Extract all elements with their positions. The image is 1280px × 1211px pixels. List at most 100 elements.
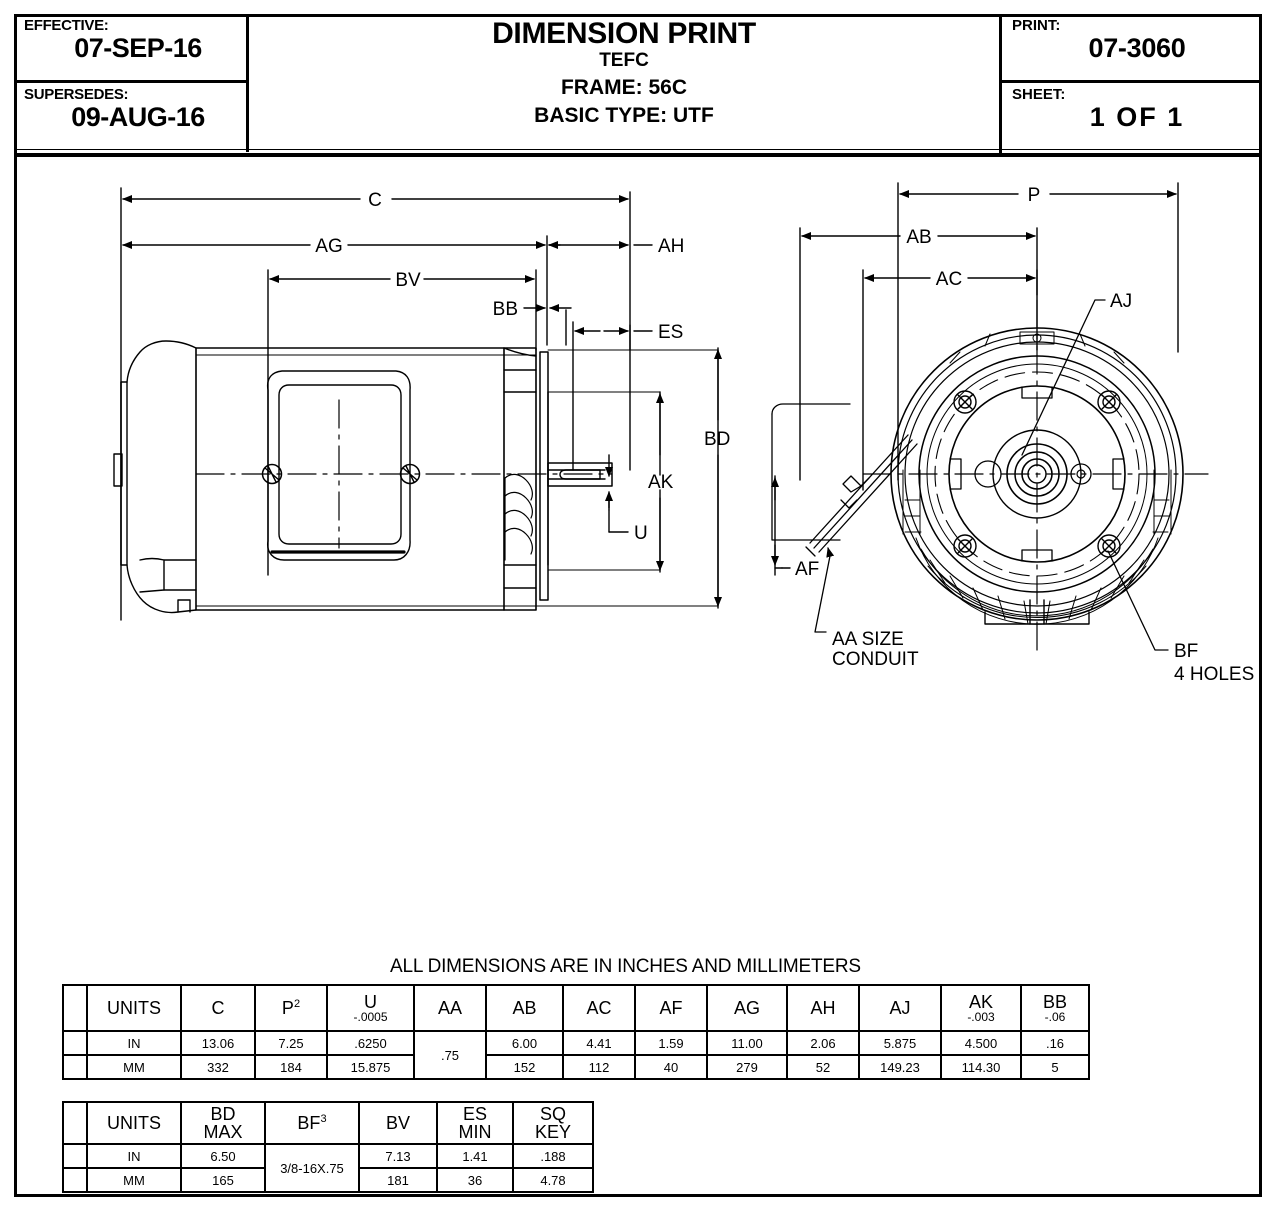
title-block-center: DIMENSION PRINT TEFC FRAME: 56C BASIC TY… [249, 14, 1002, 153]
row-marker [62, 1054, 88, 1080]
sheet-number: 1 OF 1 [1089, 101, 1185, 132]
cell2-es-mm: 36 [436, 1167, 514, 1193]
row-marker-header [62, 1101, 88, 1145]
th-bb-tol: -.06 [1044, 1010, 1066, 1025]
th-u-main: U [364, 991, 377, 1012]
cell2-sq-mm: 4.78 [512, 1167, 594, 1193]
th-ag: AG [706, 984, 788, 1032]
cell-c-in: 13.06 [180, 1030, 256, 1056]
th-c: C [180, 984, 256, 1032]
th-p: P2 [254, 984, 328, 1032]
supersedes-cell: SUPERSEDES: 09-AUG-16 [14, 83, 249, 152]
dimensions-note: ALL DIMENSIONS ARE IN INCHES AND MILLIME… [390, 956, 861, 977]
effective-value: 07-SEP-16 [74, 32, 202, 63]
title-block-left: EFFECTIVE: 07-SEP-16 SUPERSEDES: 09-AUG-… [14, 14, 249, 153]
cell-units-in: IN [86, 1030, 182, 1056]
cell2-bf-merged: 3/8-16X.75 [264, 1143, 360, 1193]
th-ab: AB [485, 984, 564, 1032]
th-ak-main: AK [968, 991, 993, 1012]
drawing-border [14, 14, 1262, 1197]
cell-ak-in: 4.500 [940, 1030, 1022, 1056]
supersedes-label: SUPERSEDES: [24, 86, 129, 103]
cell-aj-in: 5.875 [858, 1030, 942, 1056]
cell-ag-in: 11.00 [706, 1030, 788, 1056]
cell2-bv-mm: 181 [358, 1167, 438, 1193]
cell-p-mm: 184 [254, 1054, 328, 1080]
cell-u-mm: 15.875 [326, 1054, 415, 1080]
th-ah: AH [786, 984, 860, 1032]
dimension-table-main: UNITS C P2 U -.0005 AA AB AC AF AG AH AJ… [62, 984, 1090, 1080]
basic-type: BASIC TYPE: UTF [534, 103, 714, 127]
cell-ab-mm: 152 [485, 1054, 564, 1080]
cell-af-mm: 40 [634, 1054, 708, 1080]
cell-ac-in: 4.41 [562, 1030, 636, 1056]
th2-bv: BV [358, 1101, 438, 1145]
frame-designation: FRAME: 56C [560, 76, 687, 100]
title-block-right: PRINT: 07-3060 SHEET: 1 OF 1 [1002, 14, 1262, 153]
row-marker [62, 1167, 88, 1193]
print-number: 07-3060 [1088, 32, 1186, 63]
th2-bd: BD MAX [180, 1101, 266, 1145]
th-units: UNITS [86, 984, 182, 1032]
cell-bb-in: .16 [1020, 1030, 1090, 1056]
th2-sq: SQ KEY [512, 1101, 594, 1145]
th-ak-tol: -.003 [967, 1010, 995, 1025]
cell-ag-mm: 279 [706, 1054, 788, 1080]
table-row: IN 13.06 7.25 .6250 .75 6.00 4.41 1.59 1… [62, 1030, 1090, 1080]
table-row: IN 6.50 3/8-16X.75 7.13 1.41 .188 [62, 1143, 594, 1193]
title-block-rule-thick [14, 153, 1262, 157]
th2-bd-line2: MAX [203, 1122, 243, 1142]
cell-ah-mm: 52 [786, 1054, 860, 1080]
cell-c-mm: 332 [180, 1054, 256, 1080]
th2-bf: BF3 [264, 1101, 360, 1145]
th-aj: AJ [858, 984, 942, 1032]
sheet-label: SHEET: [1012, 86, 1066, 103]
th-u: U -.0005 [326, 984, 415, 1032]
th-ac: AC [562, 984, 636, 1032]
row-marker-header [62, 984, 88, 1032]
th-p-main: P [281, 997, 294, 1018]
th-bb-main: BB [1042, 991, 1067, 1012]
th2-bf-main: BF [297, 1112, 321, 1133]
enclosure-subtitle: TEFC [599, 49, 649, 71]
th-u-tol: -.0005 [353, 1010, 388, 1025]
cell-af-in: 1.59 [634, 1030, 708, 1056]
cell2-es-in: 1.41 [436, 1143, 514, 1169]
effective-cell: EFFECTIVE: 07-SEP-16 [14, 14, 249, 83]
cell-ah-in: 2.06 [786, 1030, 860, 1056]
title-block: EFFECTIVE: 07-SEP-16 SUPERSEDES: 09-AUG-… [14, 14, 1262, 153]
th-af: AF [634, 984, 708, 1032]
cell-ab-in: 6.00 [485, 1030, 564, 1056]
page-title: DIMENSION PRINT [492, 17, 756, 50]
cell-ac-mm: 112 [562, 1054, 636, 1080]
table-row: MM 165 181 36 4.78 [62, 1167, 594, 1193]
supersedes-value: 09-AUG-16 [71, 101, 205, 132]
cell-aa-merged: .75 [413, 1030, 487, 1080]
th2-es: ES MIN [436, 1101, 514, 1145]
cell-u-in: .6250 [326, 1030, 415, 1056]
th2-units: UNITS [86, 1101, 182, 1145]
th-aa: AA [413, 984, 487, 1032]
cell2-bv-in: 7.13 [358, 1143, 438, 1169]
cell-bb-mm: 5 [1020, 1054, 1090, 1080]
row-marker [62, 1030, 88, 1056]
th2-bd-main: BD [210, 1103, 236, 1124]
table-row: MM 332 184 15.875 152 112 40 279 52 149.… [62, 1054, 1090, 1080]
table-header-row: UNITS C P2 U -.0005 AA AB AC AF AG AH AJ… [62, 984, 1090, 1032]
cell2-sq-in: .188 [512, 1143, 594, 1169]
th2-es-main: ES [462, 1103, 487, 1124]
th-ak: AK -.003 [940, 984, 1022, 1032]
th-bb: BB -.06 [1020, 984, 1090, 1032]
cell-ak-mm: 114.30 [940, 1054, 1022, 1080]
sheet-cell: SHEET: 1 OF 1 [1002, 83, 1262, 152]
effective-label: EFFECTIVE: [24, 17, 109, 34]
th2-sq-line2: KEY [534, 1122, 572, 1142]
title-block-rule-thin [14, 149, 1262, 150]
print-label: PRINT: [1012, 17, 1061, 34]
cell2-units-in: IN [86, 1143, 182, 1169]
dimension-table-secondary: UNITS BD MAX BF3 BV ES MIN SQ KEY [62, 1101, 594, 1193]
cell-p-in: 7.25 [254, 1030, 328, 1056]
table-header-row: UNITS BD MAX BF3 BV ES MIN SQ KEY [62, 1101, 594, 1145]
cell-aj-mm: 149.23 [858, 1054, 942, 1080]
